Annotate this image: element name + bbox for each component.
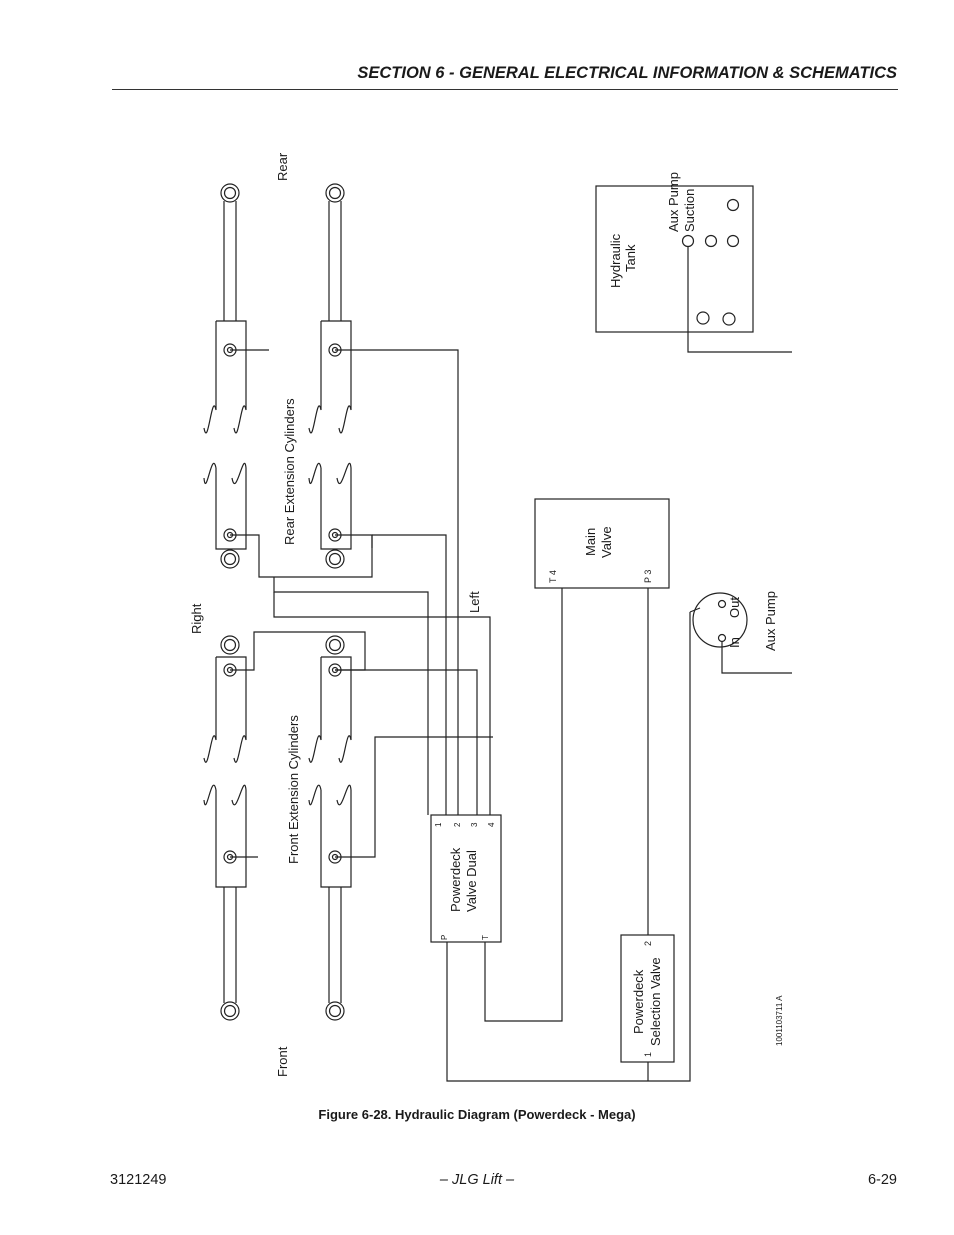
label-pump-in: In [727,637,742,648]
drawing-number: 1001103711 A [775,995,784,1046]
label-rear-cylinders: Rear Extension Cylinders [282,398,297,545]
label-pd-port-4: 4 [487,822,496,827]
section-title: SECTION 6 - GENERAL ELECTRICAL INFORMATI… [357,64,897,82]
label-front: Front [275,1046,290,1077]
label-tank-1: Hydraulic [608,233,623,288]
label-main-t: T 4 [548,570,558,583]
label-pd-port-t: T [481,935,490,940]
hydraulic-lines [230,247,792,1082]
label-main-valve-1: Main [583,528,598,556]
rear-right-cylinder [203,183,247,569]
main-valve [534,498,670,589]
front-left-cylinder [308,635,352,1021]
label-suction-1: Aux Pump [666,172,681,232]
label-pd-valve-2: Valve Dual [464,850,479,912]
page-number: 6-29 [867,1172,897,1188]
label-left: Left [467,591,482,613]
label-pump-out: Out [727,597,742,618]
label-pd-port-3: 3 [470,822,479,827]
rear-left-cylinder [308,183,352,569]
hydraulic-tank [595,185,754,333]
label-sel-port-1: 1 [643,1052,653,1057]
label-tank-2: Tank [623,244,638,272]
label-pd-port-2: 2 [453,822,462,827]
doc-number: 3121249 [110,1172,167,1188]
label-right: Right [189,603,204,634]
front-right-cylinder [203,635,247,1021]
label-rear: Rear [275,152,290,181]
header-divider [112,89,898,90]
label-pd-port-1: 1 [434,822,443,827]
label-front-cylinders: Front Extension Cylinders [286,715,301,864]
label-sel-valve-1: Powerdeck [631,969,646,1034]
label-pd-valve-1: Powerdeck [448,847,463,912]
label-sel-port-2: 2 [643,941,653,946]
label-aux-pump: Aux Pump [763,591,778,651]
diagram-labels: Rear Front Right Left Rear Extension Cyl… [189,152,784,1077]
label-sel-valve-2: Selection Valve [648,957,663,1046]
figure-caption: Figure 6-28. Hydraulic Diagram (Powerdec… [318,1107,636,1122]
label-main-p: P 3 [643,570,653,583]
aux-pump [692,592,748,648]
label-main-valve-2: Valve [599,526,614,558]
label-pd-port-p: P [440,935,449,940]
powerdeck-valve-dual [430,814,502,943]
label-suction-2: Suction [682,189,697,232]
publisher-name: – JLG Lift – [439,1172,515,1188]
